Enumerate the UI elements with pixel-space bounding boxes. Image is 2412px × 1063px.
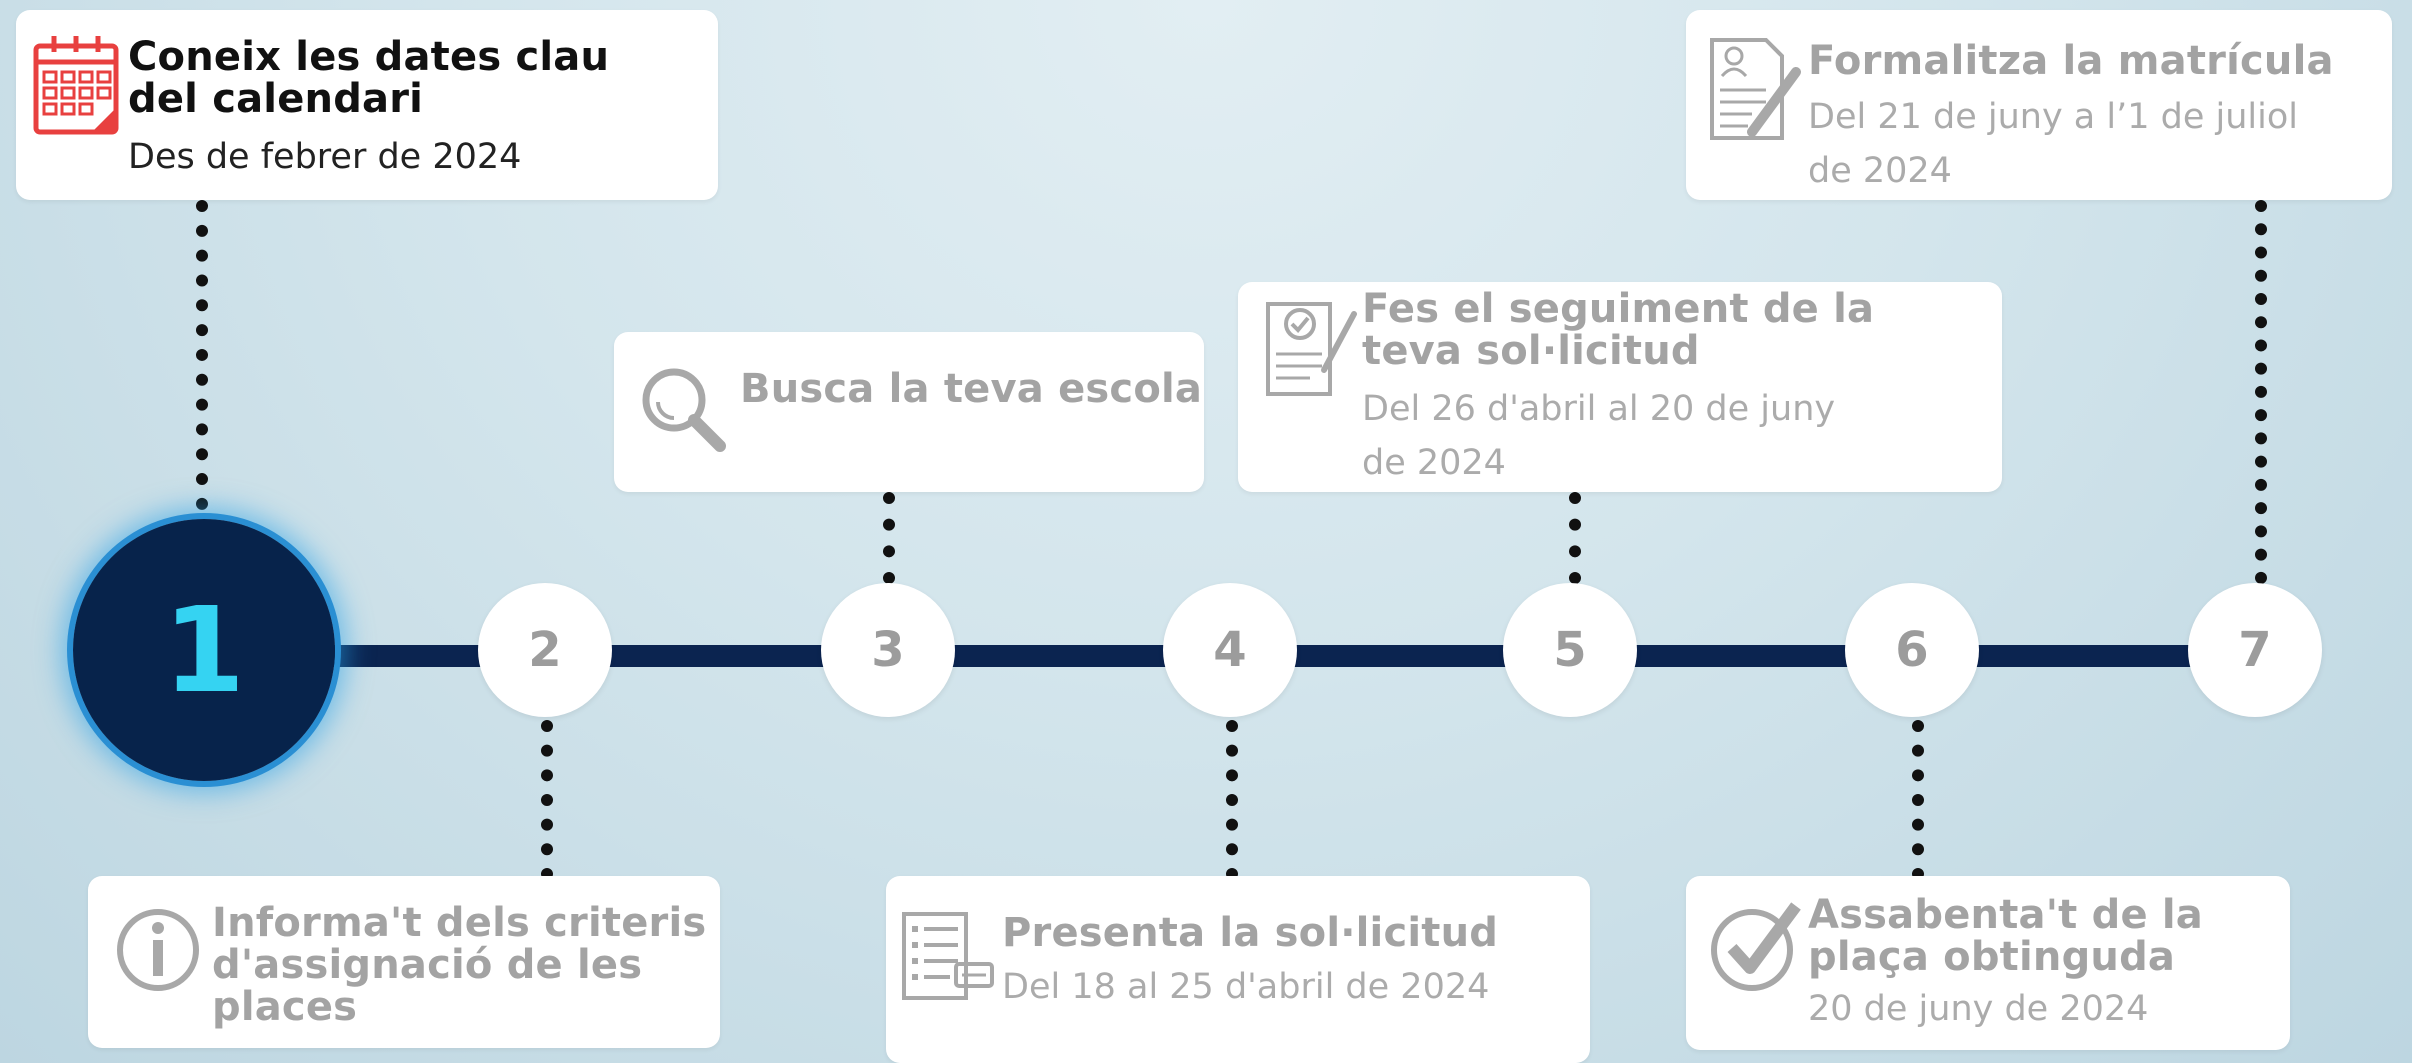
- calendar-card-date: Des de febrer de 2024: [128, 137, 522, 177]
- step-5-circle[interactable]: 5: [1503, 583, 1637, 717]
- connector-step-1: [196, 200, 208, 510]
- step-5-number: 5: [1553, 622, 1587, 678]
- step-2-circle[interactable]: 2: [478, 583, 612, 717]
- enrol-card-date-line1: Del 21 de juny a l’1 de juliol: [1808, 97, 2298, 137]
- step-6-circle[interactable]: 6: [1845, 583, 1979, 717]
- search-card-title: Busca la teva escola: [740, 366, 1203, 412]
- enrol-card-title: Formalitza la matrícula: [1808, 38, 2334, 84]
- card-search[interactable]: Busca la teva escola: [614, 332, 1204, 492]
- step-2-number: 2: [528, 622, 562, 678]
- step-7-number: 7: [2238, 622, 2272, 678]
- card-tracking[interactable]: Fes el seguiment de la teva sol·licitud …: [1238, 282, 2002, 492]
- document-edit-icon: [1708, 32, 1804, 144]
- tracking-card-date-line1: Del 26 d'abril al 20 de juny: [1362, 389, 1836, 429]
- step-7-circle[interactable]: 7: [2188, 583, 2322, 717]
- connector-step-3: [883, 492, 895, 584]
- criteria-card-title-line1: Informa't dels criteris: [212, 900, 707, 946]
- criteria-card-title-line2: d'assignació de les: [212, 942, 643, 988]
- step-4-number: 4: [1213, 622, 1247, 678]
- card-result[interactable]: Assabenta't de la plaça obtinguda 20 de …: [1686, 876, 2290, 1050]
- calendar-icon: [32, 34, 120, 136]
- result-card-date: 20 de juny de 2024: [1808, 989, 2149, 1029]
- checklist-icon: [1264, 292, 1360, 398]
- tracking-card-date-line2: de 2024: [1362, 443, 1506, 483]
- enrol-card-date-line2: de 2024: [1808, 151, 1952, 191]
- calendar-card-title-line2: del calendari: [128, 76, 424, 122]
- connector-step-2: [541, 720, 553, 880]
- submit-card-title: Presenta la sol·licitud: [1002, 910, 1499, 956]
- tracking-card-title-line2: teva sol·licitud: [1362, 328, 1700, 374]
- card-submit[interactable]: Presenta la sol·licitud Del 18 al 25 d'a…: [886, 876, 1590, 1063]
- search-icon: [636, 362, 732, 458]
- step-6-number: 6: [1895, 622, 1929, 678]
- criteria-card-title-line3: places: [212, 984, 358, 1030]
- connector-step-5: [1569, 492, 1581, 584]
- step-1-number: 1: [162, 581, 246, 719]
- info-icon: [114, 906, 202, 994]
- submit-card-date: Del 18 al 25 d'abril de 2024: [1002, 967, 1490, 1007]
- calendar-card-title-line1: Coneix les dates clau: [128, 34, 610, 80]
- card-calendar[interactable]: Coneix les dates clau del calendari Des …: [16, 10, 718, 200]
- connector-step-7: [2255, 200, 2267, 584]
- step-4-circle[interactable]: 4: [1163, 583, 1297, 717]
- card-enrol[interactable]: Formalitza la matrícula Del 21 de juny a…: [1686, 10, 2392, 200]
- result-card-title-line1: Assabenta't de la: [1808, 892, 2204, 938]
- result-card-title-line2: plaça obtinguda: [1808, 934, 2176, 980]
- step-1-circle[interactable]: 1: [73, 519, 335, 781]
- tracking-card-title-line1: Fes el seguiment de la: [1362, 286, 1875, 332]
- card-criteria[interactable]: Informa't dels criteris d'assignació de …: [88, 876, 720, 1048]
- step-3-circle[interactable]: 3: [821, 583, 955, 717]
- connector-step-6: [1912, 720, 1924, 880]
- checkmark-icon: [1708, 898, 1804, 994]
- connector-step-4: [1226, 720, 1238, 880]
- form-icon: [900, 910, 998, 1004]
- step-3-number: 3: [871, 622, 905, 678]
